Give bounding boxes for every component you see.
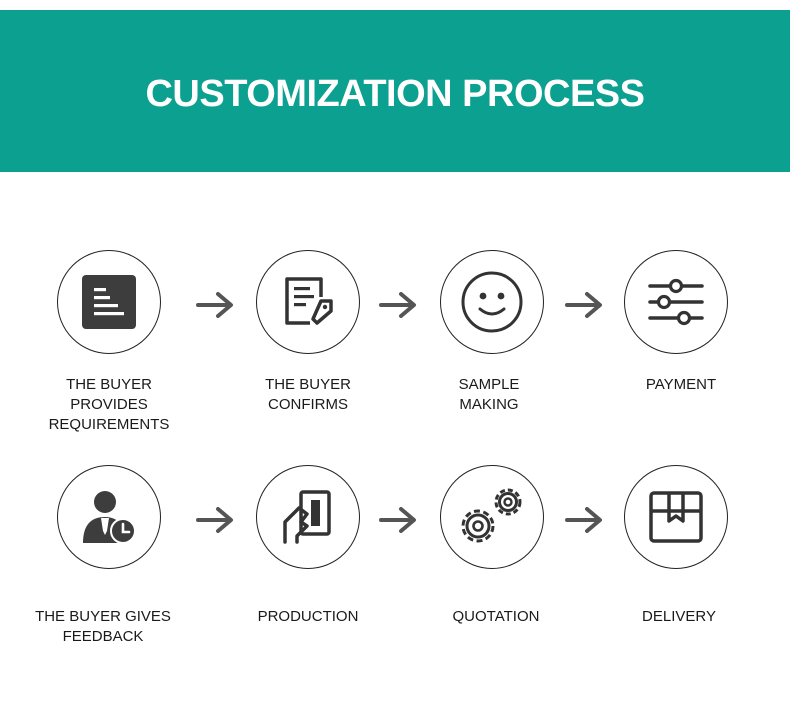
sliders-icon: [648, 278, 704, 326]
smiley-icon: [461, 271, 523, 333]
arrow-right-icon: [379, 507, 416, 533]
step-4-circle: [624, 250, 728, 354]
step-2-circle: [256, 250, 360, 354]
step-5-label: THE BUYER GIVES FEEDBACK: [35, 608, 171, 645]
step-4-label: PAYMENT: [645, 376, 717, 393]
step-6-label: PRODUCTION: [257, 608, 359, 625]
step-3-label: SAMPLE MAKING: [458, 376, 520, 413]
document-icon: [82, 275, 136, 329]
page-title: CUSTOMIZATION PROCESS: [145, 72, 645, 115]
step-8-label: DELIVERY: [642, 608, 716, 625]
package-icon: [649, 491, 703, 543]
user-clock-icon: [83, 491, 136, 544]
step-8-circle: [624, 465, 728, 569]
header-banner: CUSTOMIZATION PROCESS: [0, 10, 790, 172]
step-1-label: THE BUYER PROVIDES REQUIREMENTS: [48, 376, 170, 433]
arrow-right-icon: [379, 292, 416, 318]
form-tag-icon: [285, 277, 333, 325]
arrow-right-icon: [196, 292, 233, 318]
step-2-label: THE BUYER CONFIRMS: [265, 376, 351, 413]
step-7-label: QUOTATION: [452, 608, 540, 625]
step-3-circle: [440, 250, 544, 354]
hand-card-icon: [283, 490, 331, 544]
arrow-right-icon: [565, 507, 602, 533]
step-1-circle: [57, 250, 161, 354]
arrow-right-icon: [565, 292, 602, 318]
step-6-circle: [256, 465, 360, 569]
step-5-circle: [57, 465, 161, 569]
gears-icon: [461, 488, 522, 543]
arrow-right-icon: [196, 507, 233, 533]
step-7-circle: [440, 465, 544, 569]
